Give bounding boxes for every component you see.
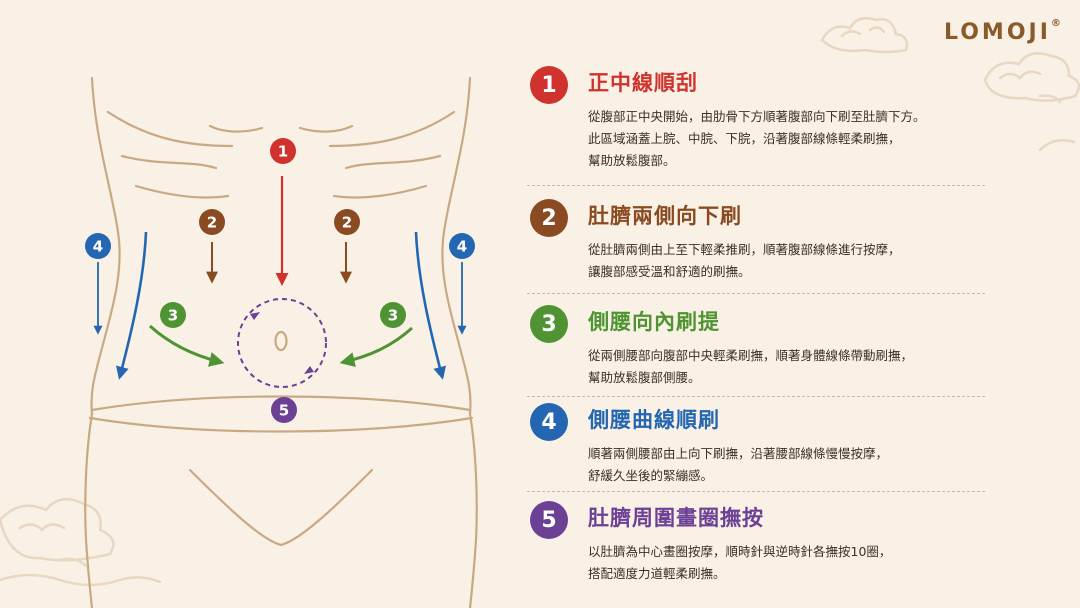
marker-2-left-label: 2 <box>207 214 217 232</box>
step-4-title: 側腰曲線順刷 <box>588 408 720 432</box>
step-5-description: 以肚臍為中心畫圈按摩，順時針與逆時針各撫按10圈， 搭配適度力道輕柔刷撫。 <box>588 541 891 585</box>
step-1-number: 1 <box>530 66 568 104</box>
step-2-description: 從肚臍兩側由上至下輕柔推刷，順著腹部線條進行按摩， 讓腹部感受溫和舒適的刷撫。 <box>588 239 901 283</box>
step-3-description: 從兩側腰部向腹部中央輕柔刷撫，順著身體線條帶動刷撫， 幫助放鬆腹部側腰。 <box>588 345 913 389</box>
marker-3-left: 3 <box>160 302 186 328</box>
marker-3-right: 3 <box>380 302 406 328</box>
step-4-line-2: 舒緩久坐後的緊繃感。 <box>588 468 714 483</box>
step-1-title: 正中線順刮 <box>588 71 698 95</box>
divider <box>527 396 985 397</box>
torso-outline <box>84 76 478 608</box>
step-4-line-1: 順著兩側腰部由上向下刷撫，沿著腰部線條慢慢按摩， <box>588 446 889 461</box>
step-3-title: 側腰向內刷提 <box>588 310 720 334</box>
step-1-line-1: 從腹部正中央開始，由肋骨下方順著腹部向下刷至肚臍下方。 <box>588 109 926 124</box>
arrow-step-5 <box>237 298 327 388</box>
step-3-line-2: 幫助放鬆腹部側腰。 <box>588 370 701 385</box>
marker-4-right: 4 <box>449 233 475 259</box>
marker-2-right: 2 <box>334 209 360 235</box>
step-3-number: 3 <box>530 305 568 343</box>
marker-5-label: 5 <box>279 402 289 420</box>
marker-3-right-label: 3 <box>388 307 398 325</box>
registered-mark: ® <box>1050 18 1061 29</box>
step-2-number: 2 <box>530 199 568 237</box>
marker-4-left-label: 4 <box>93 238 103 256</box>
step-1-description: 從腹部正中央開始，由肋骨下方順著腹部向下刷至肚臍下方。 此區域涵蓋上脘、中脘、下… <box>588 106 926 172</box>
step-1-line-3: 幫助放鬆腹部。 <box>588 153 676 168</box>
brand-name: LOMOJI <box>944 20 1051 45</box>
marker-2-right-label: 2 <box>342 214 352 232</box>
step-4-number: 4 <box>530 403 568 441</box>
divider <box>527 293 985 294</box>
step-3-line-1: 從兩側腰部向腹部中央輕柔刷撫，順著身體線條帶動刷撫， <box>588 348 914 363</box>
step-5-line-2: 搭配適度力道輕柔刷撫。 <box>588 566 726 581</box>
step-1-line-2: 此區域涵蓋上脘、中脘、下脘，沿著腹部線條輕柔刷撫， <box>588 131 901 146</box>
arrow-step-2 <box>206 242 352 284</box>
marker-4-left: 4 <box>85 233 111 259</box>
step-2-line-1: 從肚臍兩側由上至下輕柔推刷，順著腹部線條進行按摩， <box>588 242 901 257</box>
cloud-decoration-top <box>820 17 1080 152</box>
divider <box>527 185 985 186</box>
step-4-description: 順著兩側腰部由上向下刷撫，沿著腰部線條慢慢按摩， 舒緩久坐後的緊繃感。 <box>588 443 888 487</box>
marker-4-right-label: 4 <box>457 238 467 256</box>
divider <box>527 491 985 492</box>
arrow-step-3 <box>148 324 414 367</box>
marker-1: 1 <box>270 138 296 164</box>
marker-2-left: 2 <box>199 209 225 235</box>
step-2-title: 肚臍兩側向下刷 <box>588 204 742 228</box>
step-5-line-1: 以肚臍為中心畫圈按摩，順時針與逆時針各撫按10圈， <box>588 544 892 559</box>
marker-1-label: 1 <box>278 143 288 161</box>
marker-5: 5 <box>271 397 297 423</box>
step-2-line-2: 讓腹部感受溫和舒適的刷撫。 <box>588 264 751 279</box>
marker-3-left-label: 3 <box>168 307 178 325</box>
step-5-title: 肚臍周圍畫圈撫按 <box>588 506 764 530</box>
brand-logo: LOMOJI® <box>944 18 1061 50</box>
arrow-step-4 <box>93 231 467 380</box>
step-5-number: 5 <box>530 501 568 539</box>
cloud-decoration-bottom <box>0 497 162 587</box>
